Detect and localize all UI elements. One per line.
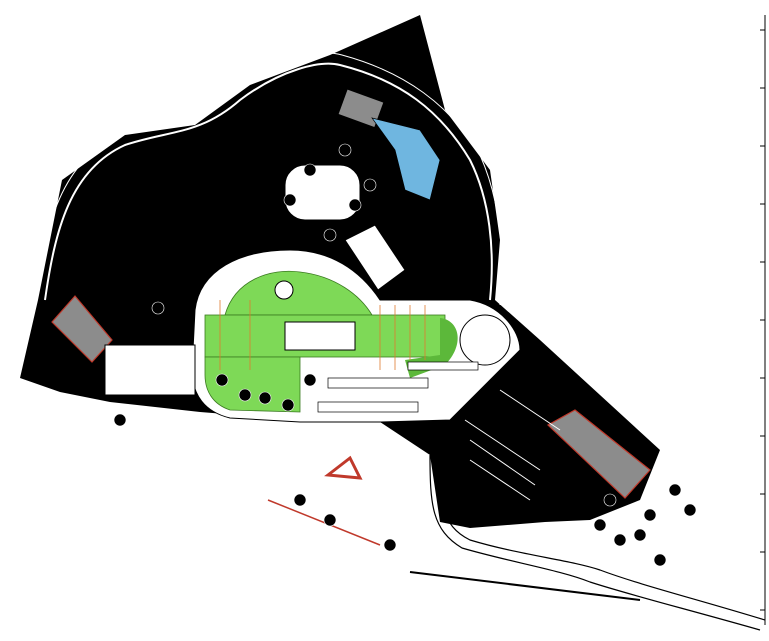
perimeter-road-outer <box>34 52 503 306</box>
tree-symbol <box>151 301 165 315</box>
orange-axis-lines <box>219 300 426 370</box>
tree-symbol <box>633 528 647 542</box>
building-blue-wing <box>371 117 441 201</box>
tree-symbol <box>653 553 667 567</box>
tree-symbol <box>383 538 397 552</box>
lawn-dome <box>224 270 373 316</box>
access-road <box>267 454 766 631</box>
red-triangle-feature <box>324 455 363 480</box>
tree-symbol <box>643 508 657 522</box>
tree-symbol <box>613 533 627 547</box>
tree-symbol <box>238 388 252 402</box>
parking-southeast <box>464 389 561 501</box>
building-angled <box>344 224 406 291</box>
tree-symbol <box>281 398 295 412</box>
tree-symbol <box>348 198 362 212</box>
lawn-lower-left <box>204 356 301 413</box>
building-southeast-gray <box>546 409 651 499</box>
tree-symbol <box>668 483 682 497</box>
tree-symbol <box>215 373 229 387</box>
tree-symbol <box>113 413 127 427</box>
tree-symbol <box>303 163 317 177</box>
fountain-pavilion <box>284 321 356 351</box>
building-west-gray <box>51 295 113 363</box>
central-plaza <box>191 249 521 423</box>
tree-symbol <box>338 143 352 157</box>
tree-symbol <box>258 391 272 405</box>
tree-symbols <box>113 143 697 567</box>
tree-symbol <box>293 493 307 507</box>
perimeter-road <box>44 62 493 301</box>
buildings <box>51 89 651 499</box>
parking-rows <box>317 361 479 413</box>
tree-symbol <box>603 493 617 507</box>
tree-symbol <box>283 193 297 207</box>
tree-symbol <box>683 503 697 517</box>
scale-bar <box>760 15 766 625</box>
courtyard-garden <box>284 164 361 221</box>
rotunda <box>459 314 511 366</box>
tree-symbol <box>303 373 317 387</box>
tree-symbol <box>363 178 377 192</box>
building-west-block <box>104 344 196 396</box>
tree-symbol <box>323 228 337 242</box>
tree-symbol <box>593 518 607 532</box>
fountain-symbol <box>274 280 294 300</box>
tree-symbol <box>323 513 337 527</box>
